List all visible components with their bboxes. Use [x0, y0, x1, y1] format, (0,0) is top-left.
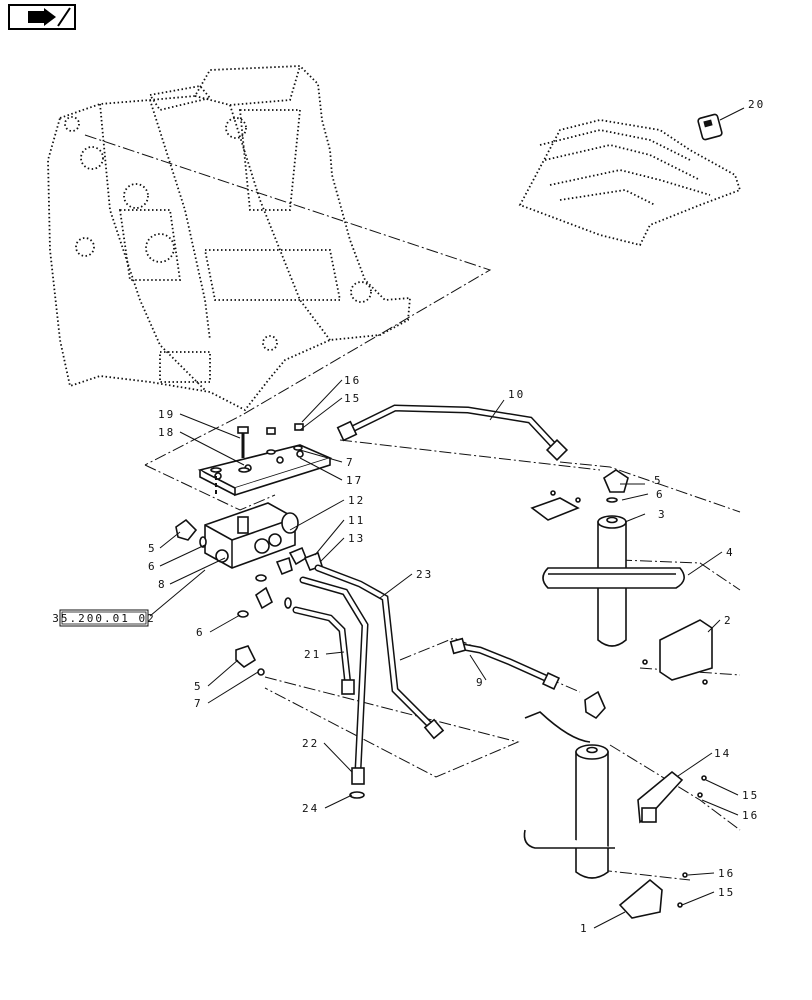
- callout-18: 18: [158, 426, 175, 439]
- phantom-line-2: [144, 464, 276, 511]
- callout-5-lower: 5: [194, 680, 203, 693]
- callout-3: 3: [658, 508, 667, 521]
- nav-next-button[interactable]: [8, 4, 76, 30]
- callout-13: 13: [348, 532, 365, 545]
- phantom-line-6: [619, 559, 741, 591]
- accumulator-lower: [523, 690, 707, 919]
- callout-7-lower: 7: [194, 697, 203, 710]
- callout-23: 23: [416, 568, 433, 581]
- tubes: [292, 404, 569, 799]
- callout-17: 17: [346, 474, 363, 487]
- callout-8: 8: [158, 578, 167, 591]
- leader-lines: [149, 107, 745, 929]
- phantom-line-9: [599, 869, 691, 881]
- callout-12: 12: [348, 494, 365, 507]
- callout-11: 11: [348, 514, 365, 527]
- callout-16: 16: [344, 374, 361, 387]
- phantom-line-3: [264, 676, 520, 778]
- callout-5-upper: 5: [654, 474, 663, 487]
- callout-15-mid: 15: [742, 789, 759, 802]
- arrow-right-icon: [28, 7, 71, 27]
- reference-link[interactable]: 35.200.01 02: [52, 609, 155, 627]
- callout-4: 4: [726, 546, 735, 559]
- bolts: [210, 423, 304, 496]
- phantom-line-1: [84, 134, 492, 466]
- callout-6-lower: 6: [196, 626, 205, 639]
- loader-frame: [47, 65, 411, 412]
- phantom-line-10: [339, 439, 601, 471]
- callout-21: 21: [304, 648, 321, 661]
- accumulator-upper: [530, 469, 713, 685]
- callout-16-mid: 16: [742, 809, 759, 822]
- callout-15: 15: [344, 392, 361, 405]
- callouts: 20 10 16 15 19 18 7 17 12 11 13 5 6 3 5 …: [148, 98, 765, 935]
- phantom-line-5: [559, 461, 741, 513]
- callout-22: 22: [302, 737, 319, 750]
- callout-9: 9: [476, 676, 485, 689]
- callout-19: 19: [158, 408, 175, 421]
- callout-10: 10: [508, 388, 525, 401]
- callout-20: 20: [748, 98, 765, 111]
- callout-16-lower: 16: [718, 867, 735, 880]
- callout-6-upper: 6: [656, 488, 665, 501]
- callout-1: 1: [580, 922, 589, 935]
- callout-6: 6: [148, 560, 157, 573]
- joystick-console: [518, 113, 742, 247]
- callout-2: 2: [724, 614, 733, 627]
- reference-label: 35.200.01 02: [52, 612, 155, 625]
- valve-block: [204, 502, 299, 569]
- callout-14: 14: [714, 747, 731, 760]
- callout-5: 5: [148, 542, 157, 555]
- phantom-line-8: [609, 744, 741, 831]
- callout-24: 24: [302, 802, 319, 815]
- callout-7: 7: [346, 456, 355, 469]
- fittings: [175, 518, 323, 676]
- callout-15-lower: 15: [718, 886, 735, 899]
